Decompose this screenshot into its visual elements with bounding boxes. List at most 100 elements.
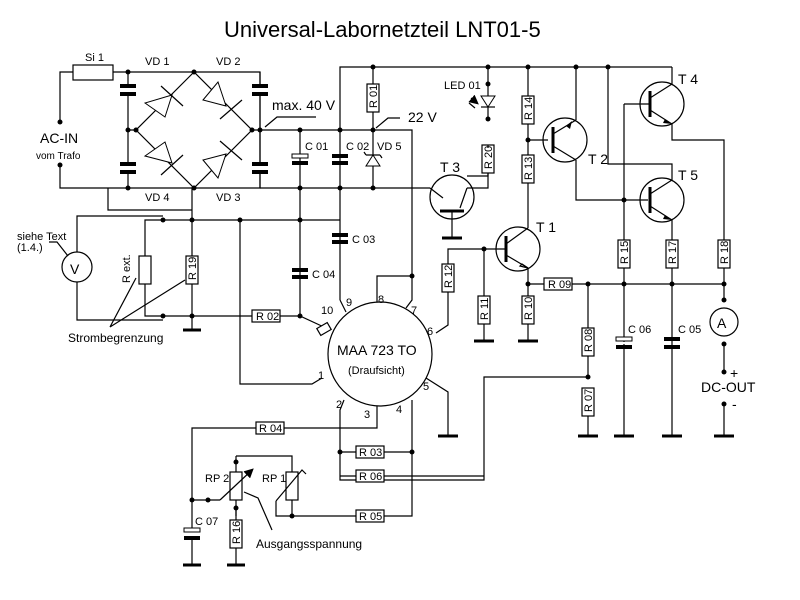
pin-7: 7 xyxy=(411,305,417,317)
capacitor-c06: C 06 xyxy=(615,324,651,349)
pin-2: 2 xyxy=(336,399,342,411)
r10-label: R 10 xyxy=(523,297,535,320)
r01-label: R 01 xyxy=(368,85,380,108)
transistor-t3: T 3 xyxy=(429,159,475,240)
transistor-t2: T 2 xyxy=(542,117,608,167)
resistor-r06: R 06 xyxy=(355,469,385,483)
t1-label: T 1 xyxy=(536,219,556,235)
pin-3: 3 xyxy=(364,409,370,421)
resistor-r13: R 13 xyxy=(521,154,535,184)
r16-label: R 16 xyxy=(231,521,243,544)
voltmeter-note-2: (1.4.) xyxy=(17,242,43,254)
resistor-r09: R 09 xyxy=(543,277,573,291)
r02-label: R 02 xyxy=(256,311,279,323)
r20-label: R 20 xyxy=(483,146,495,169)
capacitor-c03: C 03 xyxy=(332,233,375,246)
c07-label: C 07 xyxy=(195,516,218,528)
r08-label: R 08 xyxy=(583,329,595,352)
ic-name: MAA 723 TO xyxy=(337,342,417,358)
pin-1: 1 xyxy=(318,370,324,382)
resistor-r03: R 03 xyxy=(355,445,385,459)
r17-label: R 17 xyxy=(667,241,679,264)
vd2-label: VD 2 xyxy=(216,56,240,68)
r03-label: R 03 xyxy=(359,447,382,459)
voltmeter-symbol: V xyxy=(70,261,80,277)
current-limit-label: Strombegrenzung xyxy=(68,331,163,345)
transistor-t4: T 4 xyxy=(639,71,698,127)
resistor-r15: R 15 xyxy=(617,239,631,269)
r09-label: R 09 xyxy=(548,279,571,291)
rp2-label: RP 2 xyxy=(205,473,229,485)
pin-9: 9 xyxy=(346,297,352,309)
vd4-label: VD 4 xyxy=(145,192,169,204)
bridge-diodes xyxy=(143,80,243,180)
vd5-label: VD 5 xyxy=(377,141,401,153)
led-01: LED 01 xyxy=(444,80,496,109)
resistor-r05: R 05 xyxy=(355,509,385,523)
zener-voltage-label: 22 V xyxy=(408,109,437,125)
resistor-r02: R 02 xyxy=(251,309,281,323)
resistor-rext: R ext. xyxy=(121,254,152,285)
r07-label: R 07 xyxy=(583,389,595,412)
c06-label: C 06 xyxy=(628,324,651,336)
rp1-label: RP 1 xyxy=(262,473,286,485)
fuse-label: Si 1 xyxy=(85,52,104,64)
resistor-r11: R 11 xyxy=(477,295,491,325)
max-voltage-label: max. 40 V xyxy=(272,97,336,113)
capacitor-c04: C 04 xyxy=(292,268,335,281)
vd1-label: VD 1 xyxy=(145,56,169,68)
pin-8: 8 xyxy=(378,294,384,306)
r06-label: R 06 xyxy=(359,471,382,483)
voltmeter: V xyxy=(61,251,93,283)
bridge-capacitors xyxy=(120,85,268,173)
fuse-si1: Si 1 xyxy=(72,52,114,81)
r18-label: R 18 xyxy=(719,241,731,264)
dc-out-label: DC-OUT xyxy=(701,379,756,395)
led-label: LED 01 xyxy=(444,80,481,92)
rext-label: R ext. xyxy=(121,254,133,283)
transistor-t1: T 1 xyxy=(495,219,556,272)
c02-label: C 02 xyxy=(346,141,369,153)
zener-vd5: VD 5 xyxy=(363,141,401,167)
resistor-r01: R 01 xyxy=(366,83,380,113)
pin-5: 5 xyxy=(423,381,429,393)
pin-10: 10 xyxy=(321,305,333,317)
potentiometer-rp1: RP 1 xyxy=(262,469,307,502)
capacitor-c02: C 02 xyxy=(332,141,369,165)
resistor-r17: R 17 xyxy=(665,239,679,269)
resistor-r14: R 14 xyxy=(521,95,535,125)
ammeter: A xyxy=(709,307,739,337)
pin-6: 6 xyxy=(427,326,433,338)
resistor-r07: R 07 xyxy=(581,387,595,417)
resistor-r19: R 19 xyxy=(185,255,199,285)
c01-label: C 01 xyxy=(305,141,328,153)
voltmeter-note-1: siehe Text xyxy=(17,231,66,243)
resistor-r16: R 16 xyxy=(229,519,243,549)
t5-label: T 5 xyxy=(678,167,698,183)
t2-label: T 2 xyxy=(588,151,608,167)
r19-label: R 19 xyxy=(187,257,199,280)
vd3-label: VD 3 xyxy=(216,192,240,204)
potentiometer-rp2: RP 2 xyxy=(205,468,254,501)
r12-label: R 12 xyxy=(443,265,455,288)
ac-in-sublabel: vom Trafo xyxy=(36,151,81,162)
r14-label: R 14 xyxy=(523,97,535,120)
r15-label: R 15 xyxy=(619,241,631,264)
resistor-r20: R 20 xyxy=(481,144,495,174)
resistor-r08: R 08 xyxy=(581,327,595,357)
resistor-r18: R 18 xyxy=(717,239,731,269)
c05-label: C 05 xyxy=(678,324,701,336)
ammeter-symbol: A xyxy=(717,315,727,331)
schematic-title: Universal-Labornetzteil LNT01-5 xyxy=(224,17,541,42)
r04-label: R 04 xyxy=(259,423,282,435)
capacitor-c01: C 01 xyxy=(291,141,328,165)
ic-maa723: MAA 723 TO (Draufsicht) xyxy=(315,301,433,407)
c03-label: C 03 xyxy=(352,234,375,246)
dc-out-plus: + xyxy=(730,365,738,381)
c04-label: C 04 xyxy=(312,269,335,281)
t3-label: T 3 xyxy=(440,159,460,175)
resistor-r12: R 12 xyxy=(441,263,455,293)
output-voltage-label: Ausgangsspannung xyxy=(256,537,362,551)
resistor-r04: R 04 xyxy=(255,421,285,435)
